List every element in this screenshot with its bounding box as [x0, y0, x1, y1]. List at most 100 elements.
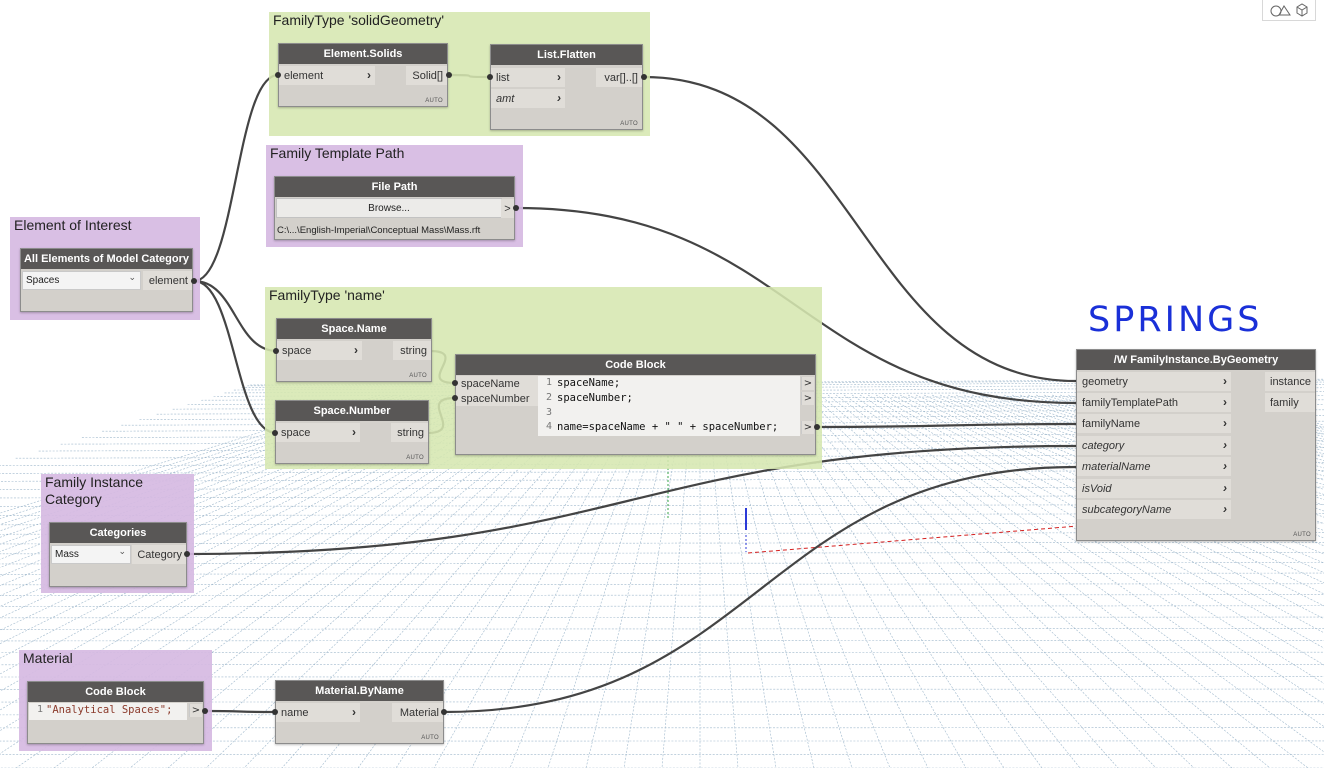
- wire-all-elements-to-space-name[interactable]: [193, 279, 278, 353]
- chevron-down-icon: ⌄: [118, 546, 126, 556]
- lacing-label: AUTO: [406, 455, 424, 461]
- grid-line: [0, 542, 1324, 545]
- input-port-family-name[interactable]: familyName ›: [1077, 414, 1231, 433]
- browse-button[interactable]: Browse...: [276, 198, 502, 218]
- cube-view-icon[interactable]: [1295, 3, 1309, 17]
- wire-connector-dot: [272, 430, 278, 436]
- wire-all-elements-to-element-solids[interactable]: [193, 73, 279, 283]
- input-port-family-template-path[interactable]: familyTemplatePath ›: [1077, 393, 1231, 412]
- grid-line: [0, 394, 413, 538]
- chevron-right-icon: ›: [354, 343, 358, 357]
- output-port-string[interactable]: string: [391, 423, 428, 442]
- code-line: spaceNumber;: [557, 392, 633, 404]
- output-port-instance[interactable]: instance: [1265, 372, 1315, 391]
- geometry-view-icon[interactable]: [1270, 3, 1292, 17]
- grid-line: [471, 394, 653, 768]
- grid-line: [547, 394, 669, 768]
- grid-line: [0, 394, 533, 711]
- output-port-line-1[interactable]: >: [189, 704, 202, 717]
- port-label: Material: [399, 706, 439, 719]
- node-element-solids[interactable]: Element.Solids element › Solid[] AUTO: [278, 43, 448, 107]
- group-title: FamilyType 'solidGeometry': [273, 12, 445, 28]
- line-number: 2: [545, 392, 552, 403]
- output-port-family[interactable]: family: [1265, 393, 1315, 412]
- input-port-geometry[interactable]: geometry ›: [1077, 372, 1231, 391]
- port-label: element: [148, 274, 188, 287]
- node-space-number[interactable]: Space.Number space › string AUTO: [275, 400, 429, 464]
- input-port-name[interactable]: name ›: [276, 703, 360, 722]
- grid-line: [915, 394, 1324, 584]
- input-port-category[interactable]: category ›: [1077, 436, 1231, 455]
- input-port-element[interactable]: element ›: [279, 66, 375, 85]
- input-port-list[interactable]: list ›: [491, 68, 565, 87]
- node-title: All Elements of Model Category: [21, 249, 192, 269]
- wire-all-elements-to-space-number[interactable]: [193, 279, 277, 435]
- axis-gizmo: [667, 452, 1079, 554]
- input-port-space[interactable]: space ›: [277, 341, 362, 360]
- port-label: space: [282, 344, 312, 357]
- node-space-name[interactable]: Space.Name space › string AUTO: [276, 318, 432, 382]
- view-navigation-widget[interactable]: [1262, 0, 1316, 21]
- node-family-instance-by-geometry[interactable]: /W FamilyInstance.ByGeometry geometry › …: [1076, 349, 1316, 541]
- output-port-string[interactable]: string: [393, 341, 431, 360]
- wire-code-block-to-family-name[interactable]: [816, 422, 1077, 429]
- grid-line: [0, 394, 397, 525]
- input-port-spacename[interactable]: spaceName: [456, 376, 538, 391]
- grid-line: [851, 394, 1324, 705]
- chevron-down-icon: ⌄: [128, 272, 136, 282]
- grid-line: [803, 394, 1195, 768]
- category-dropdown[interactable]: Mass ⌄: [51, 545, 131, 564]
- grid-line: [0, 663, 1324, 666]
- category-dropdown[interactable]: Spaces ⌄: [22, 271, 141, 290]
- wire-flatten-to-geometry[interactable]: [643, 75, 1077, 383]
- port-label: subcategoryName: [1082, 503, 1172, 516]
- dropdown-value: Spaces: [26, 275, 60, 286]
- input-port-amt[interactable]: amt ›: [491, 89, 565, 108]
- grid-line: [0, 616, 1324, 619]
- grid-line: [0, 394, 389, 520]
- line-number: 3: [545, 407, 552, 418]
- node-all-elements-of-model-category[interactable]: All Elements of Model Category Spaces ⌄ …: [20, 248, 193, 312]
- chevron-right-icon: ›: [1223, 438, 1227, 452]
- grid-line: [0, 562, 1324, 565]
- output-port-line-4[interactable]: >: [801, 421, 814, 434]
- port-label: geometry: [1082, 375, 1128, 388]
- input-port-subcategory-name[interactable]: subcategoryName ›: [1077, 500, 1231, 519]
- output-port-var[interactable]: var[]..[]: [596, 68, 642, 87]
- node-title: /W FamilyInstance.ByGeometry: [1077, 350, 1315, 370]
- port-label: spaceName: [461, 377, 520, 390]
- node-list-flatten[interactable]: List.Flatten list › amt › var[]..[] AUTO: [490, 44, 643, 130]
- output-port-solids[interactable]: Solid[]: [406, 66, 447, 85]
- grid-line: [835, 394, 1324, 753]
- input-port-space[interactable]: space ›: [276, 423, 360, 442]
- handwritten-annotation: SPRINGS: [1088, 300, 1263, 340]
- grid-line: [0, 394, 421, 545]
- wire-material-to-material-name[interactable]: [443, 465, 1077, 714]
- wire-connector-dot: [513, 205, 519, 211]
- node-material-by-name[interactable]: Material.ByName name › Material AUTO: [275, 680, 444, 744]
- input-port-material-name[interactable]: materialName ›: [1077, 457, 1231, 476]
- node-code-block-name[interactable]: Code Block spaceName spaceNumber 1 2 3 4…: [455, 354, 816, 455]
- port-label: family: [1270, 396, 1299, 409]
- input-port-spacenumber[interactable]: spaceNumber: [456, 391, 538, 406]
- output-port-line-1[interactable]: >: [801, 377, 814, 390]
- input-port-is-void[interactable]: isVoid ›: [1077, 479, 1231, 498]
- wire-category-to-category[interactable]: [186, 444, 1077, 556]
- wire-code-block-to-material-name[interactable]: [204, 709, 276, 714]
- node-file-path[interactable]: File Path Browse... > C:\...\English-Imp…: [274, 176, 515, 240]
- output-port-category[interactable]: Category: [132, 545, 186, 564]
- chevron-right-icon: ›: [352, 705, 356, 719]
- output-port-element[interactable]: element: [143, 271, 192, 290]
- output-port-material[interactable]: Material: [392, 703, 443, 722]
- chevron-right-icon: ›: [1223, 502, 1227, 516]
- node-categories[interactable]: Categories Mass ⌄ Category: [49, 522, 187, 587]
- chevron-right-icon: ›: [1223, 459, 1227, 473]
- line-number: 1: [545, 377, 552, 388]
- node-code-block-material[interactable]: Code Block 1 "Analytical Spaces"; >: [27, 681, 204, 744]
- wire-connector-dot: [452, 380, 458, 386]
- port-label: string: [397, 426, 424, 439]
- output-port-file-path[interactable]: >: [501, 199, 514, 218]
- code-editor[interactable]: 1 "Analytical Spaces";: [29, 703, 187, 720]
- output-port-line-2[interactable]: >: [801, 392, 814, 405]
- code-editor[interactable]: 1 2 3 4 spaceName; spaceNumber; name=spa…: [538, 376, 800, 436]
